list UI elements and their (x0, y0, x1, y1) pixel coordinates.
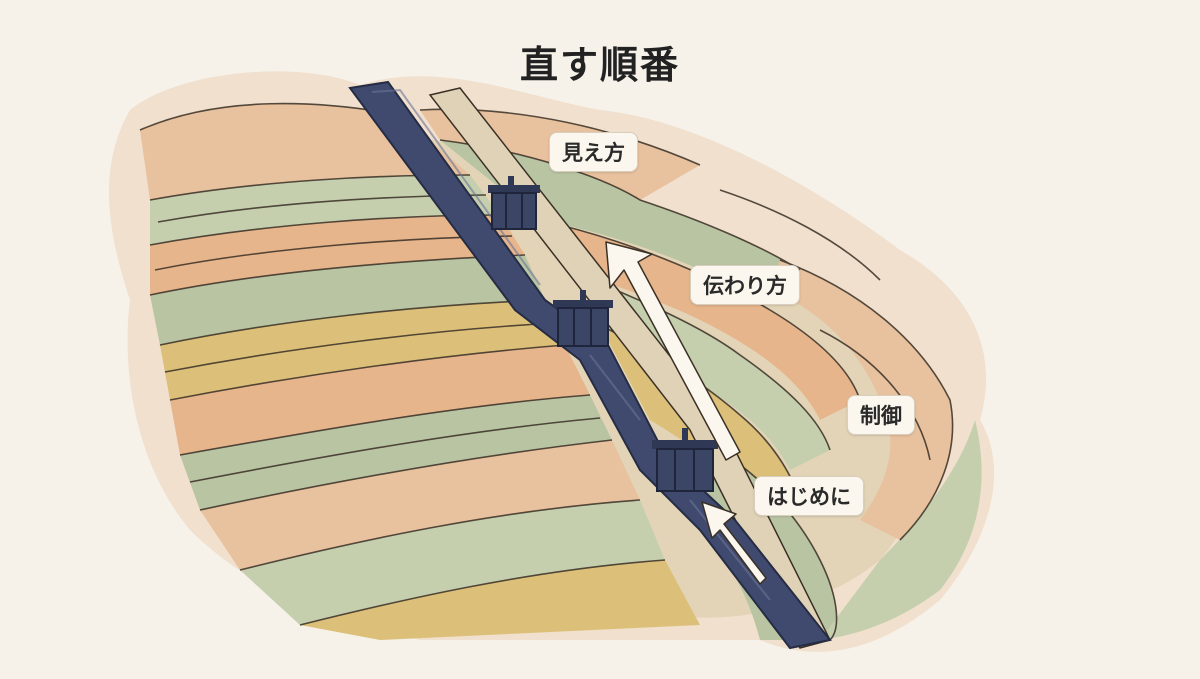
left-terraces (139, 102, 700, 640)
page-title: 直す順番 (519, 43, 680, 87)
canal-gate-middle (553, 290, 613, 347)
step-label-start: はじめに (754, 476, 864, 516)
step-label-transmission: 伝わり方 (690, 265, 800, 305)
arrow-long-icon (605, 241, 741, 461)
canal-gate-upper (488, 176, 540, 230)
step-label-appearance: 見え方 (549, 132, 638, 172)
arrow-short-icon (701, 501, 767, 585)
canal-gate-lower (652, 428, 718, 492)
step-label-control: 制御 (847, 395, 915, 435)
